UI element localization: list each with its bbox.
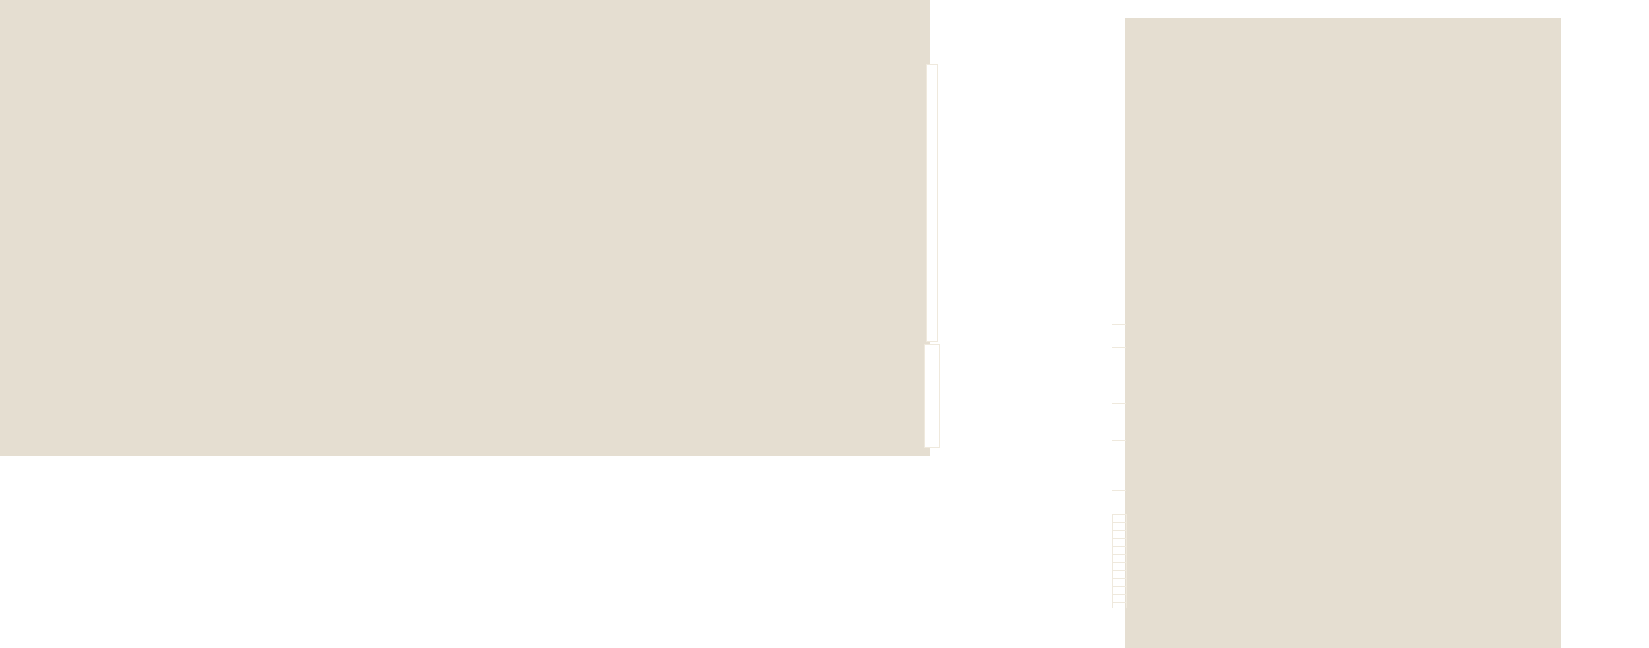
left-panel-edge-strip-lower	[924, 344, 940, 448]
right-panel-edge-ladder	[1112, 514, 1127, 608]
right-panel-edge-tick	[1112, 324, 1126, 325]
right-panel-edge-tick	[1112, 347, 1126, 348]
left-beige-panel	[0, 0, 930, 456]
right-panel-edge-tick	[1112, 440, 1126, 441]
right-panel-edge-tick	[1112, 403, 1126, 404]
right-panel-edge-tick	[1112, 490, 1126, 491]
right-beige-panel	[1125, 18, 1561, 648]
left-panel-edge-strip-upper	[926, 64, 938, 342]
